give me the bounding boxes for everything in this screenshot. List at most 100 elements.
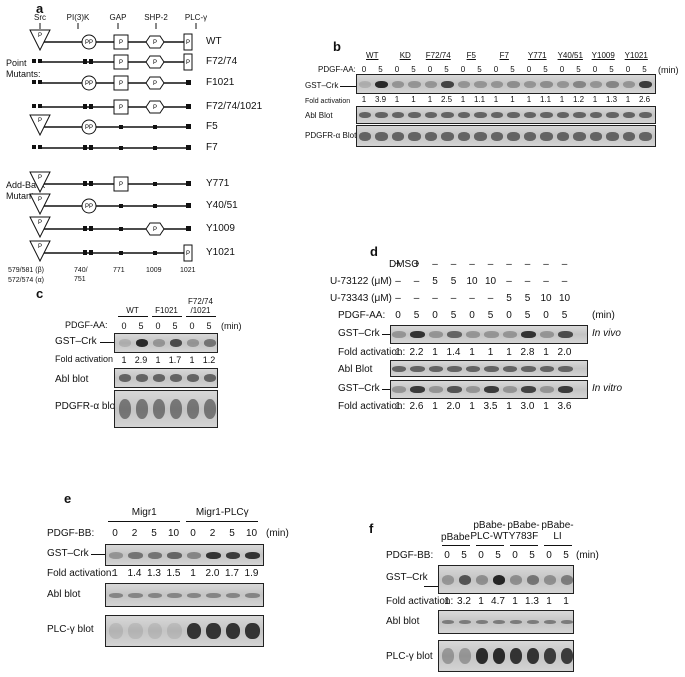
- shp2-hexagon: [145, 35, 165, 49]
- gel-band: [556, 112, 570, 118]
- panel-e-gst-arrow: [91, 554, 105, 555]
- fold-value: 1.1: [473, 95, 486, 104]
- residue-label: 771: [113, 267, 125, 274]
- fold-value: 2.6: [638, 95, 651, 104]
- mutant-row-label: Y771: [206, 178, 230, 189]
- time-label: 10: [245, 528, 258, 539]
- pi3k-circle: [81, 75, 97, 91]
- gel-band: [167, 551, 182, 559]
- gel-band: [447, 386, 462, 393]
- mutated-site: [38, 145, 42, 149]
- gel-band: [169, 339, 183, 347]
- gel-band: [543, 648, 557, 664]
- fold-value: 1.3: [525, 596, 539, 607]
- fold-value: 1.4: [446, 347, 461, 358]
- gel-band: [375, 131, 388, 141]
- gel-band: [358, 80, 372, 88]
- fold-value: 1: [493, 95, 499, 104]
- panel-b-gst-label: GST–Crk: [305, 81, 339, 90]
- src-site-label: P: [38, 33, 42, 39]
- time-label: 5: [563, 550, 569, 561]
- panel-d-abl-blot: [390, 360, 588, 377]
- mutated-site: [119, 146, 123, 150]
- mutated-site: [119, 227, 123, 231]
- panel-c-abl-label: Abl blot: [55, 374, 89, 385]
- pi3k-site-label: PP: [85, 81, 93, 87]
- lane-header: F5: [466, 51, 476, 60]
- gel-band: [492, 648, 506, 664]
- gel-band: [523, 112, 537, 118]
- gel-band: [507, 112, 520, 118]
- src-site-label: P: [38, 244, 42, 250]
- gel-band: [128, 623, 143, 639]
- panel-b-min: (min): [658, 65, 679, 75]
- mutated-site: [89, 226, 93, 231]
- lane-header: F1021: [155, 306, 178, 315]
- gel-band: [540, 112, 553, 118]
- gel-band: [490, 80, 504, 88]
- gel-band: [543, 574, 557, 585]
- mutated-site: [83, 104, 87, 109]
- dmso-mark: –: [469, 259, 475, 270]
- panel-d-gst-label-2: GST–Crk: [338, 383, 380, 394]
- u73122-mark: –: [506, 276, 512, 287]
- gel-band: [391, 331, 407, 338]
- gel-band: [507, 131, 520, 141]
- mutated-site: [186, 124, 191, 129]
- gel-band: [474, 131, 487, 141]
- fold-value: 3.6: [557, 401, 572, 412]
- gel-band: [539, 365, 555, 372]
- fold-value: 1: [427, 95, 433, 104]
- gel-band: [458, 648, 472, 664]
- gel-band: [492, 620, 506, 624]
- plc-site-label: P: [186, 251, 190, 257]
- residue-label: 572/574 (α): [8, 277, 44, 284]
- gel-band: [408, 80, 421, 88]
- panel-c-min: (min): [221, 321, 242, 331]
- gel-band: [441, 648, 455, 664]
- panel-b-pdgfr-blot: [356, 125, 656, 147]
- gap-square: [113, 75, 129, 91]
- gel-band: [206, 551, 221, 559]
- mutated-site: [89, 181, 93, 186]
- fold-value: 2.0: [446, 401, 461, 412]
- gap-square: [113, 99, 129, 115]
- gel-band: [521, 386, 536, 393]
- u73122-mark: –: [413, 276, 420, 287]
- fold-value: 1: [469, 347, 475, 358]
- mutated-site: [32, 104, 36, 108]
- fold-value: 1: [395, 401, 401, 412]
- plc-rect: [183, 33, 193, 51]
- panel-f-gst-label: GST–Crk: [386, 572, 428, 583]
- time-label: 10: [167, 528, 180, 539]
- time-label: 5: [172, 321, 178, 331]
- gel-band: [523, 80, 537, 88]
- time-label: 5: [378, 65, 383, 74]
- panel-d-label: d: [370, 244, 378, 259]
- gel-band: [441, 80, 454, 88]
- gel-band: [484, 365, 499, 372]
- time-label: 0: [526, 65, 532, 74]
- fold-value: 1: [432, 401, 438, 412]
- gel-band: [490, 131, 504, 141]
- panel-c-label: c: [36, 286, 44, 301]
- gel-band: [474, 80, 487, 88]
- gel-band: [206, 592, 221, 598]
- panel-b-pdgfr-label: PDGFR-α Blot: [305, 131, 357, 140]
- gel-band: [245, 623, 260, 639]
- domain-header: PI(3)K: [66, 13, 90, 22]
- mutated-site: [83, 250, 87, 255]
- gel-band: [169, 374, 183, 382]
- gel-band: [502, 365, 518, 372]
- time-label: 0: [493, 65, 499, 74]
- panel-c-pdgfr-blot: [114, 390, 218, 428]
- gel-band: [521, 365, 536, 372]
- fold-value: 1: [469, 401, 475, 412]
- fold-value: 1.9: [244, 568, 259, 579]
- panel-e-abl-blot: [105, 583, 264, 607]
- src-site-label: P: [38, 118, 42, 124]
- dmso-mark: –: [487, 259, 494, 270]
- gel-band: [186, 551, 202, 559]
- u73122-mark: 5: [450, 276, 457, 287]
